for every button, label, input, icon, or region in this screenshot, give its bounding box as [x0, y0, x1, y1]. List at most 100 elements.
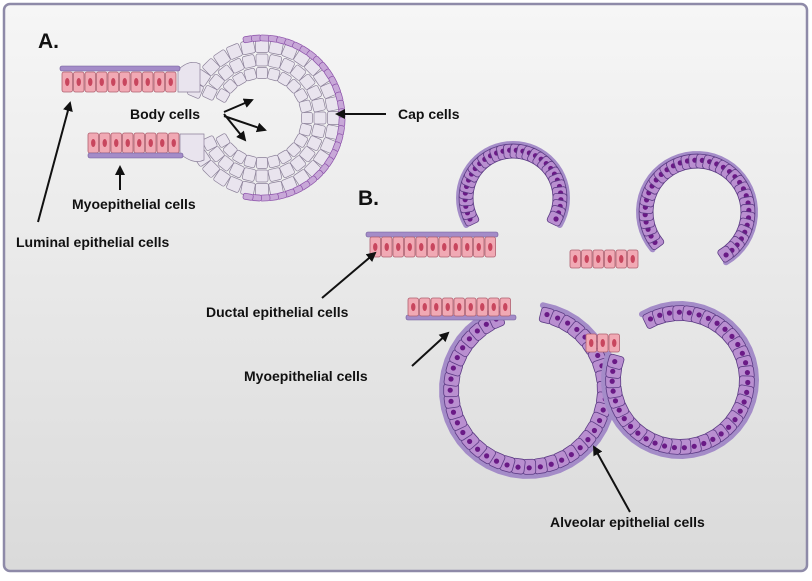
- cell-nucleus: [168, 78, 173, 86]
- cell-nucleus: [696, 312, 702, 318]
- body-cells-arrow-2: [223, 115, 267, 133]
- body-cell: [255, 169, 269, 183]
- body-cells-arrow-1: [223, 98, 254, 113]
- body-cell: [286, 78, 302, 94]
- cell-nucleus: [585, 437, 591, 443]
- body-cell: [277, 149, 292, 165]
- cell-nucleus: [503, 303, 508, 311]
- cell-nucleus: [407, 243, 412, 251]
- cell-nucleus: [610, 388, 616, 394]
- cell-nucleus: [454, 354, 460, 361]
- cell-nucleus: [537, 464, 543, 470]
- body-cell: [217, 155, 234, 172]
- cell-nucleus: [739, 350, 745, 356]
- body-cell: [306, 135, 322, 151]
- body-cell: [222, 78, 238, 94]
- cell-nucleus: [619, 255, 624, 263]
- myoepithelial-b-arrow: [411, 331, 450, 367]
- cap-cells-label: Cap cells: [398, 106, 460, 122]
- cell-nucleus: [88, 78, 93, 86]
- cell-nucleus: [504, 462, 510, 468]
- cell-nucleus: [630, 255, 635, 263]
- cell-nucleus: [65, 78, 70, 86]
- cell-nucleus: [652, 440, 658, 446]
- cell-nucleus: [468, 303, 473, 311]
- body-cell: [255, 53, 269, 67]
- cell-nucleus: [568, 451, 574, 458]
- panel-a-duct-luminal-cells: [61, 71, 180, 154]
- cell-nucleus: [411, 303, 416, 311]
- cell-nucleus: [148, 139, 153, 147]
- cell-nucleus: [600, 339, 605, 347]
- body-cell: [226, 43, 243, 60]
- cell-nucleus: [574, 326, 580, 333]
- body-cell: [243, 154, 257, 169]
- panel-a-myoepithelial-layer: [59, 65, 184, 159]
- cell-nucleus: [573, 255, 578, 263]
- body-cell: [241, 167, 257, 182]
- cell-nucleus: [657, 312, 663, 318]
- body-cell: [298, 123, 313, 137]
- cell-nucleus: [125, 139, 130, 147]
- cell-nucleus: [666, 310, 673, 316]
- bud-neck: [177, 62, 201, 93]
- cell-nucleus: [742, 360, 749, 366]
- cell-nucleus: [475, 446, 481, 452]
- cell-nucleus: [171, 139, 176, 147]
- myoepithelial-cell: [87, 152, 184, 159]
- body-cell: [229, 58, 245, 74]
- body-cell: [215, 88, 231, 103]
- cell-nucleus: [442, 243, 447, 251]
- cell-nucleus: [710, 436, 716, 442]
- cell-nucleus: [91, 139, 96, 147]
- body-cell: [202, 85, 218, 101]
- cell-nucleus: [448, 376, 454, 382]
- cell-nucleus: [627, 423, 634, 429]
- cell-nucleus: [122, 78, 127, 86]
- body-cell: [232, 71, 247, 87]
- cell-nucleus: [722, 326, 728, 332]
- body-cell: [290, 64, 307, 81]
- cell-nucleus: [373, 243, 378, 251]
- alveolar-epithelium: [439, 140, 760, 479]
- ductal-arrow: [321, 251, 377, 299]
- cell-nucleus: [741, 399, 747, 405]
- terminal-end-bud-body-cells: [177, 39, 341, 197]
- body-cell: [279, 162, 295, 178]
- cell-nucleus: [515, 464, 521, 470]
- cell-nucleus: [596, 417, 603, 424]
- cap-cell: [242, 192, 254, 201]
- body-cell: [215, 133, 231, 148]
- cell-nucleus: [612, 398, 619, 404]
- cell-nucleus: [555, 315, 561, 321]
- cell-nucleus: [111, 78, 116, 86]
- body-cell: [217, 64, 234, 81]
- body-cell: [298, 99, 313, 113]
- cell-nucleus: [661, 443, 668, 449]
- alveolar-arrow: [593, 445, 631, 513]
- cell-nucleus: [137, 139, 142, 147]
- body-cell: [256, 157, 268, 169]
- cell-nucleus: [643, 436, 649, 442]
- cell-nucleus: [584, 255, 589, 263]
- body-cell: [256, 67, 268, 79]
- body-cell: [267, 54, 283, 69]
- cell-nucleus: [548, 461, 554, 467]
- cell-nucleus: [744, 369, 751, 376]
- cell-nucleus: [559, 457, 565, 463]
- cell-nucleus: [445, 303, 450, 311]
- body-cell: [313, 111, 327, 125]
- body-cell: [267, 67, 281, 82]
- cell-nucleus: [480, 303, 485, 311]
- body-cells-label: Body cells: [130, 106, 201, 122]
- cell-nucleus: [705, 315, 711, 322]
- cell-nucleus: [745, 379, 751, 386]
- myoepithelial-b-label: Myoepithelial cells: [244, 368, 368, 384]
- body-cell: [226, 176, 243, 193]
- cell-nucleus: [565, 320, 571, 326]
- cell-nucleus: [430, 243, 435, 251]
- cell-nucleus: [384, 243, 389, 251]
- body-cell: [232, 149, 247, 165]
- cell-nucleus: [76, 78, 81, 86]
